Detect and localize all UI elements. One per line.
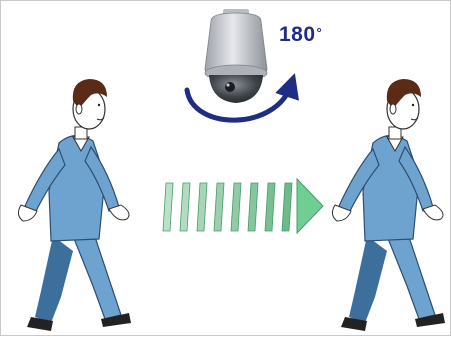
- rotation-angle-label: 180°: [279, 23, 322, 47]
- motion-bar: [197, 183, 207, 231]
- walking-person-figure: [18, 79, 131, 331]
- person-start-position: [18, 79, 131, 331]
- motion-bar: [248, 183, 258, 231]
- motion-bar: [231, 183, 241, 231]
- motion-bar: [214, 183, 224, 231]
- degree-symbol: °: [317, 25, 323, 40]
- walking-person-figure: [332, 79, 445, 331]
- motion-bar: [282, 183, 292, 231]
- motion-bar: [163, 183, 173, 231]
- motion-bar: [265, 183, 275, 231]
- motion-arrow-icon: [297, 179, 323, 233]
- dome-camera-icon: [205, 9, 267, 103]
- motion-bars: [163, 183, 292, 231]
- person-end-position: [332, 79, 445, 331]
- rotation-value: 180: [279, 23, 316, 46]
- motion-bar: [180, 183, 190, 231]
